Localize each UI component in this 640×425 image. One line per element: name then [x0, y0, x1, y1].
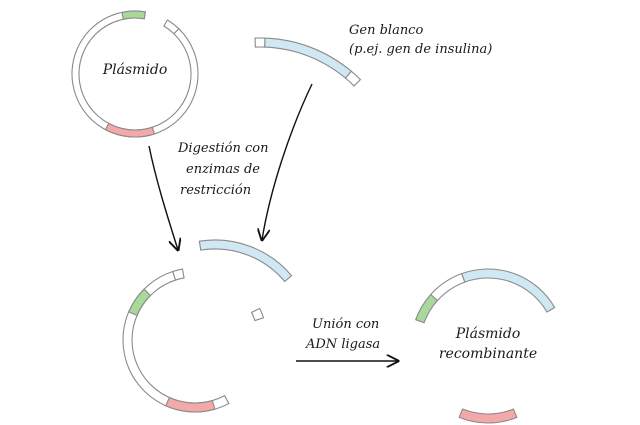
recombinant-label-line1: Plásmido — [455, 326, 521, 342]
target-gene-label-line2: (p.ej. gen de insulina) — [349, 42, 492, 57]
ligation-label-line1: Unión con — [312, 317, 379, 332]
cut-plasmid-green-segment — [127, 288, 152, 317]
cut-plasmid-sticky-end-right — [250, 307, 265, 322]
cut-plasmid-ring-white — [122, 270, 230, 413]
digestion-label-line1: Digestión con — [177, 141, 268, 156]
cut-plasmid — [122, 268, 265, 413]
cut-plasmid-sticky-end-top — [172, 268, 185, 281]
recombinant-small-white-segment — [430, 272, 466, 302]
plasmid-small-white-segment — [163, 19, 180, 35]
arrow-gene-to-cut — [262, 83, 313, 240]
ligation-label-line2: ADN ligasa — [305, 337, 380, 352]
recombinant-label-line2: recombinante — [439, 346, 537, 362]
target-gene-end-right — [344, 70, 362, 87]
recombinant-pink-segment — [458, 408, 518, 424]
original-plasmid: Plásmido — [71, 10, 199, 138]
recombinant-plasmid: Plásmido recombinante — [414, 268, 556, 424]
recombinant-blue-segment — [460, 268, 556, 313]
inserting-gene — [198, 239, 293, 283]
target-gene-blue-segment — [264, 37, 353, 79]
ligation-label: Unión con ADN ligasa — [305, 317, 380, 352]
plasmid-green-segment — [121, 10, 147, 20]
inserting-gene-blue-segment — [198, 239, 293, 283]
plasmid-label: Plásmido — [102, 62, 168, 78]
arrow-plasmid-to-cut — [148, 145, 178, 250]
target-gene: Gen blanco (p.ej. gen de insulina) — [254, 23, 492, 87]
cut-plasmid-pink-segment — [164, 396, 216, 413]
digestion-label: Digestión con enzimas de restricción — [177, 141, 268, 198]
digestion-label-line3: restricción — [180, 183, 251, 198]
digestion-label-line2: enzimas de — [186, 162, 260, 177]
target-gene-end-left — [254, 37, 266, 48]
target-gene-label-line1: Gen blanco — [349, 23, 423, 38]
plasmid-pink-segment — [104, 122, 156, 138]
recombinant-green-segment — [414, 293, 439, 324]
